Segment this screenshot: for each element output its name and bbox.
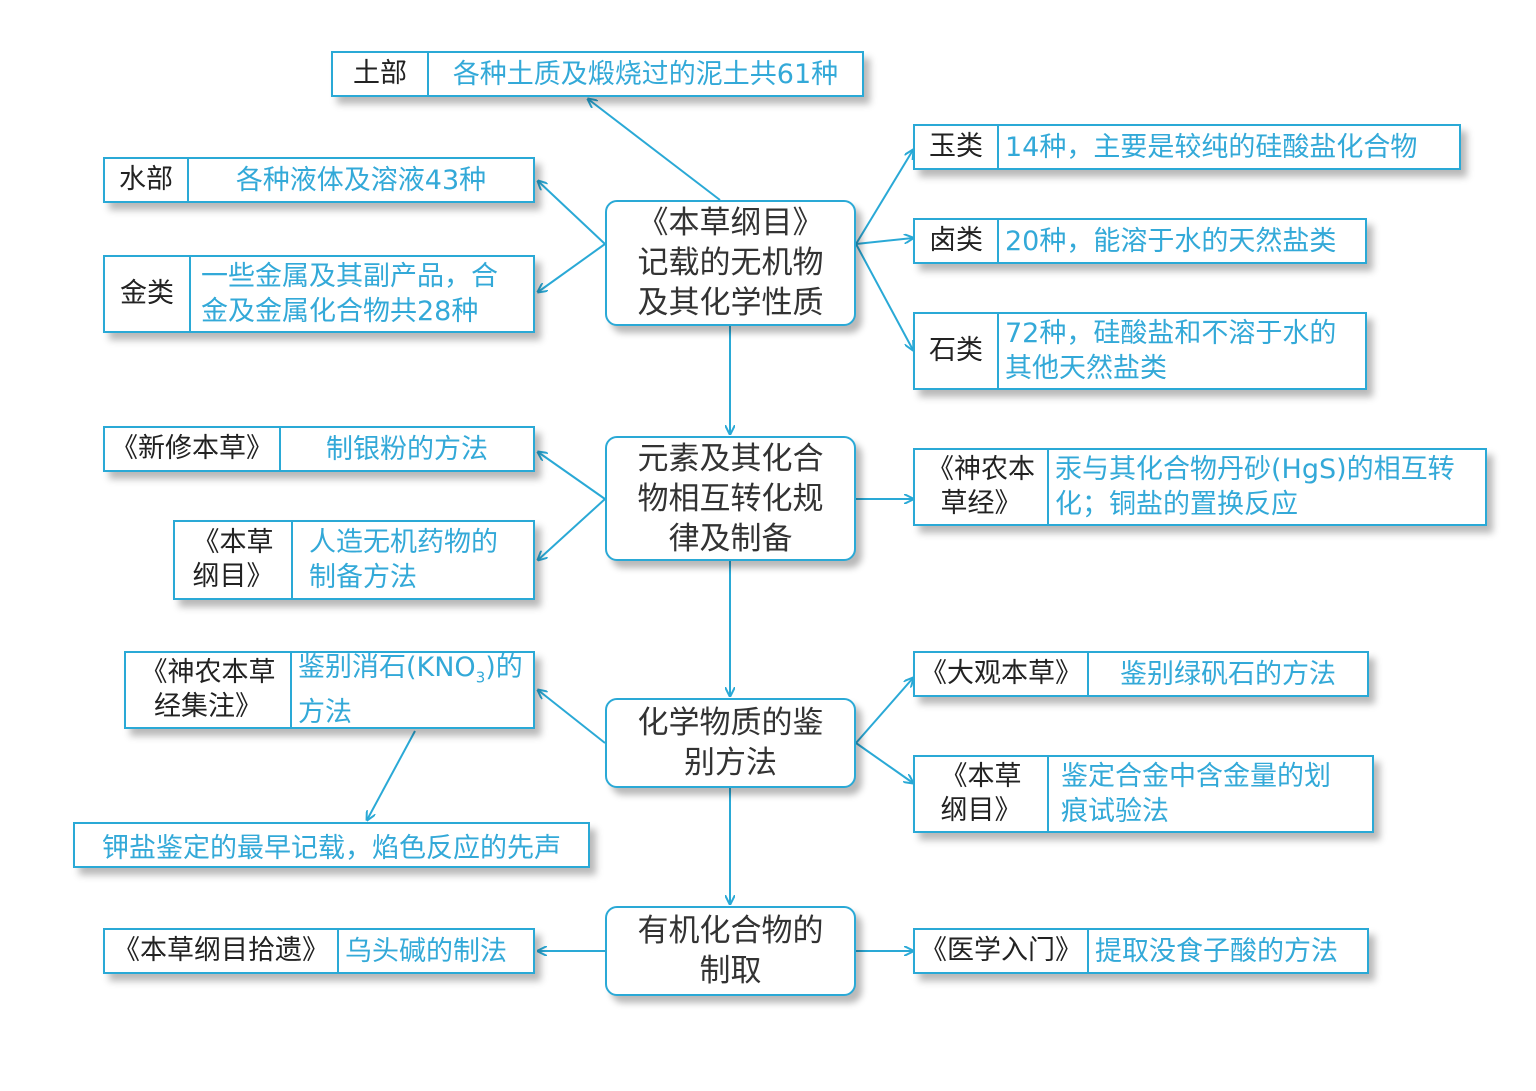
arrow-hub3-jizhu bbox=[538, 690, 606, 744]
arrow-hub1-yulei bbox=[855, 150, 913, 245]
card-value: 各种液体及溶液43种 bbox=[235, 164, 487, 196]
card-value: 制银粉的方法 bbox=[326, 433, 488, 465]
arrow-hub1-lulei bbox=[855, 238, 913, 245]
arrow-hub1-jinlei bbox=[538, 243, 606, 292]
card-value: 14种，主要是较纯的硅酸盐化合物 bbox=[1005, 131, 1418, 163]
hub-identification-methods: 化学物质的鉴 别方法 bbox=[605, 698, 856, 788]
card-key: 《神农本 草经》 bbox=[915, 450, 1049, 524]
arrow-hub1-shilei bbox=[855, 243, 913, 350]
card-key: 《本草 纲目》 bbox=[915, 757, 1049, 831]
card-key: 《大观本草》 bbox=[915, 653, 1089, 695]
card-bencao-gangmu-2: 《本草 纲目》 鉴定合金中含金量的划 痕试验法 bbox=[913, 755, 1374, 833]
hub-organic-preparation: 有机化合物的 制取 bbox=[605, 906, 856, 996]
arrow-hub1-tubu bbox=[588, 99, 721, 201]
card-yulei: 玉类 14种，主要是较纯的硅酸盐化合物 bbox=[913, 124, 1461, 170]
card-value: 人造无机药物的 制备方法 bbox=[309, 527, 498, 593]
card-jinlei: 金类 一些金属及其副产品，合 金及金属化合物共28种 bbox=[103, 255, 535, 333]
text-kno3-subscript: 3 bbox=[475, 668, 486, 687]
card-value: 一些金属及其副产品，合 金及金属化合物共28种 bbox=[201, 261, 498, 327]
card-value: 各种土质及煅烧过的泥土共61种 bbox=[452, 58, 839, 90]
card-shilei: 石类 72种，硅酸盐和不溶于水的 其他天然盐类 bbox=[913, 312, 1367, 390]
card-value-line1: 鉴别消石(KNO3)的 bbox=[298, 650, 523, 695]
text-kno3-suffix: )的 bbox=[485, 651, 523, 683]
text-kno3-prefix: 鉴别消石(KNO bbox=[298, 651, 476, 683]
card-key: 《医学入门》 bbox=[915, 930, 1089, 972]
arrow-jizhu-note bbox=[367, 730, 416, 820]
card-value: 鉴别绿矾石的方法 bbox=[1120, 658, 1336, 690]
card-lulei: 卤类 20种，能溶于水的天然盐类 bbox=[913, 218, 1367, 264]
card-value: 鉴别消石(KNO3)的 方法 bbox=[292, 650, 533, 729]
card-key: 《新修本草》 bbox=[105, 428, 281, 470]
card-value: 20种，能溶于水的天然盐类 bbox=[1005, 225, 1337, 257]
card-value: 72种，硅酸盐和不溶于水的 其他天然盐类 bbox=[1005, 318, 1337, 384]
card-jizhu: 《神农本草 经集注》 鉴别消石(KNO3)的 方法 bbox=[124, 651, 535, 729]
card-daguan: 《大观本草》 鉴别绿矾石的方法 bbox=[913, 651, 1369, 697]
card-key: 石类 bbox=[915, 314, 999, 388]
arrow-hub3-daguan bbox=[855, 678, 913, 744]
card-key: 《本草 纲目》 bbox=[175, 522, 293, 598]
arrow-hub1-shuibu bbox=[538, 181, 606, 245]
card-value: 乌头碱的制法 bbox=[345, 935, 507, 967]
hub-inorganic-substances: 《本草纲目》 记载的无机物 及其化学性质 bbox=[605, 200, 856, 326]
arrow-hub2-bencao1 bbox=[538, 498, 606, 560]
card-bencao-gangmu-1: 《本草 纲目》 人造无机药物的 制备方法 bbox=[173, 520, 535, 600]
card-yixue: 《医学入门》 提取没食子酸的方法 bbox=[913, 928, 1369, 974]
arrow-hub2-xinxiu bbox=[538, 452, 606, 500]
card-value: 鉴定合金中含金量的划 痕试验法 bbox=[1061, 761, 1331, 827]
card-key: 《本草纲目拾遗》 bbox=[105, 930, 339, 972]
card-value-line2: 方法 bbox=[298, 697, 352, 729]
hub-element-conversion: 元素及其化合 物相互转化规 律及制备 bbox=[605, 436, 856, 561]
card-key: 土部 bbox=[333, 53, 429, 95]
card-key: 水部 bbox=[105, 159, 189, 201]
card-key: 卤类 bbox=[915, 220, 999, 262]
card-shiyi: 《本草纲目拾遗》 乌头碱的制法 bbox=[103, 928, 535, 974]
card-value: 汞与其化合物丹砂(HgS)的相互转 化；铜盐的置换反应 bbox=[1055, 454, 1455, 520]
card-tubu: 土部 各种土质及煅烧过的泥土共61种 bbox=[331, 51, 864, 97]
card-value: 提取没食子酸的方法 bbox=[1095, 935, 1338, 967]
card-shuibu: 水部 各种液体及溶液43种 bbox=[103, 157, 535, 203]
arrow-hub3-bencao2 bbox=[855, 742, 913, 783]
card-key: 《神农本草 经集注》 bbox=[126, 653, 292, 727]
card-xinxiu: 《新修本草》 制银粉的方法 bbox=[103, 426, 535, 472]
card-shennong: 《神农本 草经》 汞与其化合物丹砂(HgS)的相互转 化；铜盐的置换反应 bbox=[913, 448, 1487, 526]
card-key: 玉类 bbox=[915, 126, 999, 168]
note-potassium: 钾盐鉴定的最早记载，焰色反应的先声 bbox=[73, 822, 590, 868]
card-key: 金类 bbox=[105, 257, 191, 331]
